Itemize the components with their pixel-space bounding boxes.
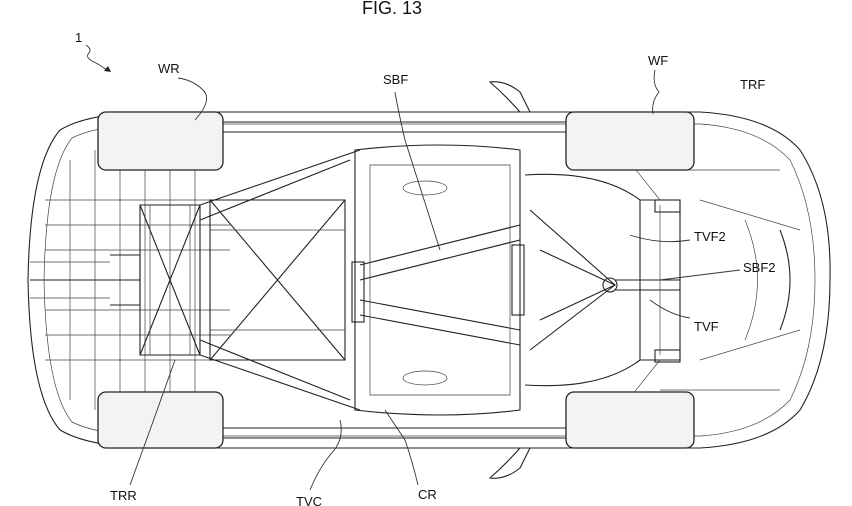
figure-title: FIG. 13	[362, 0, 422, 18]
reference-arrowhead	[104, 66, 111, 72]
label-sbf2: SBF2	[743, 260, 776, 275]
mirror-bottom	[488, 447, 531, 479]
label-sbf: SBF	[383, 72, 408, 87]
label-cr: CR	[418, 487, 437, 502]
label-tvf2: TVF2	[694, 229, 726, 244]
tire-front-bottom	[565, 391, 695, 449]
mirror-top	[488, 81, 531, 113]
label-trr: TRR	[110, 488, 137, 503]
label-tvc: TVC	[296, 494, 322, 506]
leader-tvf2	[629, 234, 691, 243]
leader-wr	[177, 77, 208, 121]
body-inner-outline	[43, 123, 816, 437]
reference-number: 1	[75, 30, 82, 45]
reference-arrow	[85, 44, 109, 72]
cabin-cell	[351, 144, 525, 416]
rear-grid	[30, 140, 230, 420]
tire-front-top	[565, 111, 695, 171]
body-outline	[27, 111, 831, 449]
car-chassis-drawing	[27, 81, 831, 479]
leader-lines	[129, 69, 741, 491]
leader-wf	[652, 69, 660, 115]
leader-trr	[129, 359, 176, 486]
tire-rear-top	[97, 111, 224, 171]
tire-rear-bottom	[97, 391, 224, 449]
front-subframe	[524, 173, 681, 387]
center-cross-bracing	[209, 199, 346, 361]
label-wf: WF	[648, 53, 668, 68]
label-trf: TRF	[740, 77, 765, 92]
side-rail-top	[223, 121, 566, 133]
leader-cr	[384, 409, 419, 486]
leader-tvf	[649, 299, 691, 319]
side-rail-bottom	[223, 427, 566, 439]
label-wr: WR	[158, 61, 180, 76]
leader-sbf2	[659, 269, 741, 281]
leader-tvc	[309, 419, 342, 491]
label-tvf: TVF	[694, 319, 719, 334]
rear-tubular-frame	[139, 149, 361, 411]
leader-sbf	[394, 91, 441, 251]
